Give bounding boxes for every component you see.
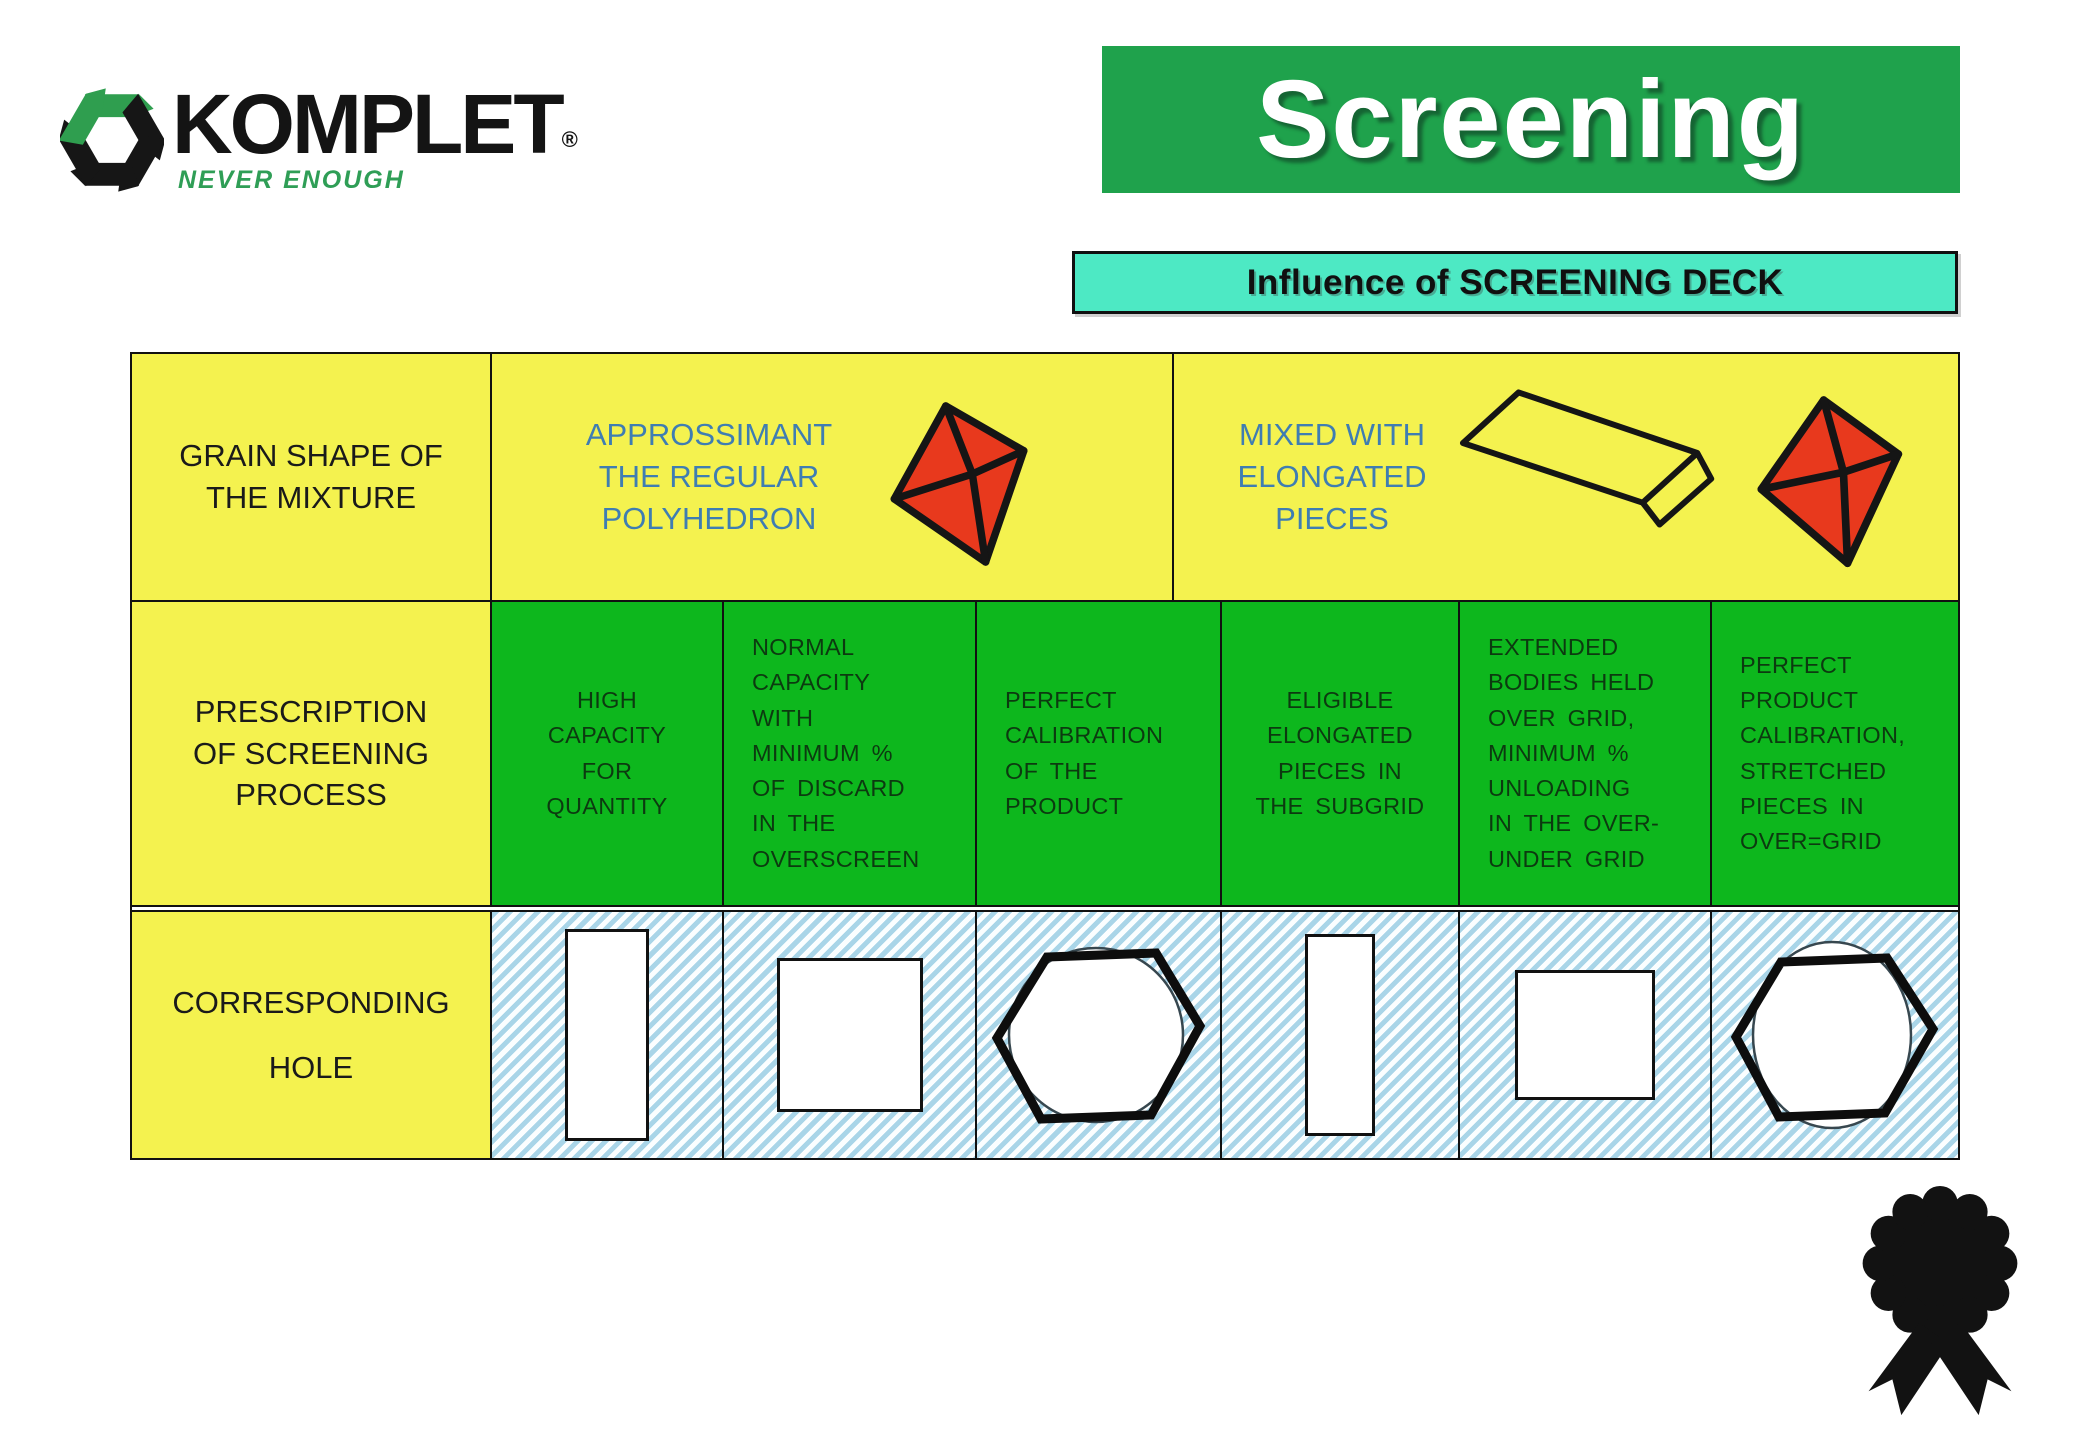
- cell-normal-capacity: NORMAL CAPACITY WITH MINIMUM % OF DISCAR…: [724, 602, 977, 905]
- cell-regular-polyhedron: APPROSSIMANT THE REGULAR POLYHEDRON: [492, 354, 1174, 600]
- award-rosette-icon: [1862, 1185, 2018, 1416]
- cell-text: PERFECT PRODUCT CALIBRATION, STRETCHED P…: [1740, 651, 1906, 854]
- row-header-grain-shape: GRAIN SHAPE OF THE MIXTURE: [132, 354, 492, 600]
- narrow-slot-shape: [565, 929, 649, 1141]
- table-row-corresponding-hole: CORRESPONDING HOLE: [132, 912, 1958, 1158]
- red-polyhedron-icon: [890, 402, 1028, 566]
- cell-text: NORMAL CAPACITY WITH MINIMUM % OF DISCAR…: [752, 634, 920, 872]
- komplet-logo: KOMPLET® NEVER ENOUGH: [60, 77, 660, 214]
- subtitle-banner: Influence of SCREENING DECK: [1072, 251, 1958, 314]
- cell-perfect-product: PERFECT PRODUCT CALIBRATION, STRETCHED P…: [1712, 602, 1958, 905]
- cell-text: ELIGIBLE ELONGATED PIECES IN THE SUBGRID: [1255, 687, 1425, 819]
- brand-name: KOMPLET®: [172, 77, 578, 171]
- row-header-prescription: PRESCRIPTION OF SCREENING PROCESS: [132, 602, 492, 905]
- row-separator: [132, 905, 1958, 912]
- subtitle-text: Influence of SCREENING DECK: [1246, 262, 1784, 302]
- row-header-text: GRAIN SHAPE OF THE MIXTURE: [179, 438, 443, 515]
- hole-cell-narrow-slot: [492, 912, 724, 1158]
- screening-deck-table: GRAIN SHAPE OF THE MIXTURE APPROSSIMANT …: [130, 352, 1960, 1160]
- page-title: Screening: [1256, 58, 1806, 181]
- narrow-slot-shape: [1305, 934, 1375, 1136]
- cell-eligible-elongated: ELIGIBLE ELONGATED PIECES IN THE SUBGRID: [1222, 602, 1460, 905]
- table-row-prescription: PRESCRIPTION OF SCREENING PROCESS HIGH C…: [132, 602, 1958, 905]
- row-header-text: PRESCRIPTION OF SCREENING PROCESS: [193, 693, 429, 813]
- red-polyhedron-icon: [1757, 396, 1903, 568]
- hole-cell-square: [1460, 912, 1712, 1158]
- elongated-bar-icon: [1459, 389, 1715, 528]
- row-header-text: CORRESPONDING HOLE: [172, 984, 450, 1085]
- cell-extended-bodies: EXTENDED BODIES HELD OVER GRID, MINIMUM …: [1460, 602, 1712, 905]
- hole-cell-narrow-slot: [1222, 912, 1460, 1158]
- komplet-hexagon-icon: [60, 88, 164, 192]
- hole-cell-square: [724, 912, 977, 1158]
- cell-text: APPROSSIMANT THE REGULAR POLYHEDRON: [585, 417, 833, 536]
- hexagon-ellipse-shape: [1730, 940, 1939, 1130]
- hole-cell-hexagon-circle: [977, 912, 1222, 1158]
- cell-text: HIGH CAPACITY FOR QUANTITY: [546, 687, 668, 819]
- cell-text: EXTENDED BODIES HELD OVER GRID, MINIMUM …: [1488, 634, 1660, 872]
- square-shape: [1515, 970, 1655, 1100]
- cell-high-capacity: HIGH CAPACITY FOR QUANTITY: [492, 602, 724, 905]
- cell-text: PERFECT CALIBRATION OF THE PRODUCT: [1005, 687, 1164, 819]
- hole-cell-hexagon-ellipse: [1712, 912, 1958, 1158]
- registered-mark: ®: [561, 127, 578, 152]
- brand-tagline: NEVER ENOUGH: [178, 166, 405, 194]
- hexagon-circle-shape: [991, 946, 1205, 1124]
- title-banner: Screening: [1102, 46, 1960, 193]
- cell-text: MIXED WITH ELONGATED PIECES: [1237, 417, 1427, 536]
- square-shape: [776, 958, 923, 1112]
- table-row-grain-shape: GRAIN SHAPE OF THE MIXTURE APPROSSIMANT …: [132, 354, 1958, 602]
- row-header-corresponding-hole: CORRESPONDING HOLE: [132, 912, 492, 1158]
- cell-perfect-calibration: PERFECT CALIBRATION OF THE PRODUCT: [977, 602, 1222, 905]
- cell-mixed-elongated: MIXED WITH ELONGATED PIECES: [1174, 354, 1958, 600]
